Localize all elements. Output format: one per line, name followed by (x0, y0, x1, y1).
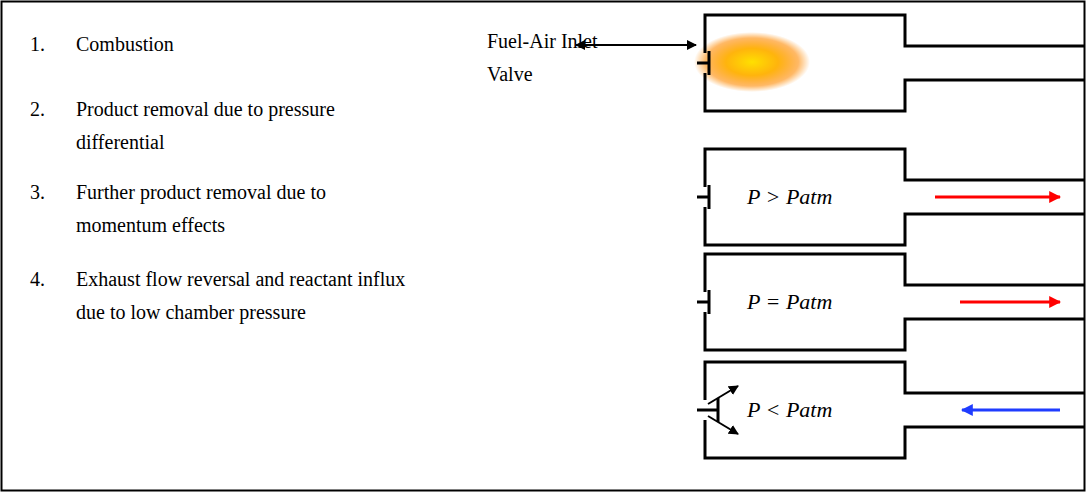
valve-label: Fuel-Air Inlet Valve (487, 25, 599, 91)
step-text: Combustion (76, 28, 174, 61)
combustion-chamber (705, 254, 1085, 350)
step-text: Product removal due to pressure differen… (76, 93, 406, 159)
step-number: 2. (30, 93, 45, 126)
combustion-chamber (705, 15, 1085, 111)
pressure-label: P > Patm (747, 183, 832, 211)
exhaust-flow-arrow (935, 196, 1060, 199)
reactant-inflow-arrow (708, 386, 738, 404)
combustion-chamber (705, 149, 1085, 245)
exhaust-flow-arrow (960, 301, 1060, 304)
reactant-inflow-arrow (708, 416, 738, 434)
pressure-label: P < Patm (747, 396, 832, 424)
step-text: Further product removal due to momentum … (76, 176, 406, 242)
reverse-flow-arrow (962, 409, 1060, 412)
step-number: 4. (30, 263, 45, 296)
pressure-label: P = Patm (747, 288, 832, 316)
inlet-valve-open (697, 398, 718, 422)
step-number: 3. (30, 176, 45, 209)
step-text: Exhaust flow reversal and reactant influ… (76, 263, 406, 329)
inlet-valve (697, 51, 709, 75)
step-number: 1. (30, 28, 45, 61)
inlet-valve (697, 185, 709, 209)
flame (694, 32, 810, 92)
inlet-valve (697, 290, 709, 314)
combustion-chamber (705, 362, 1085, 458)
